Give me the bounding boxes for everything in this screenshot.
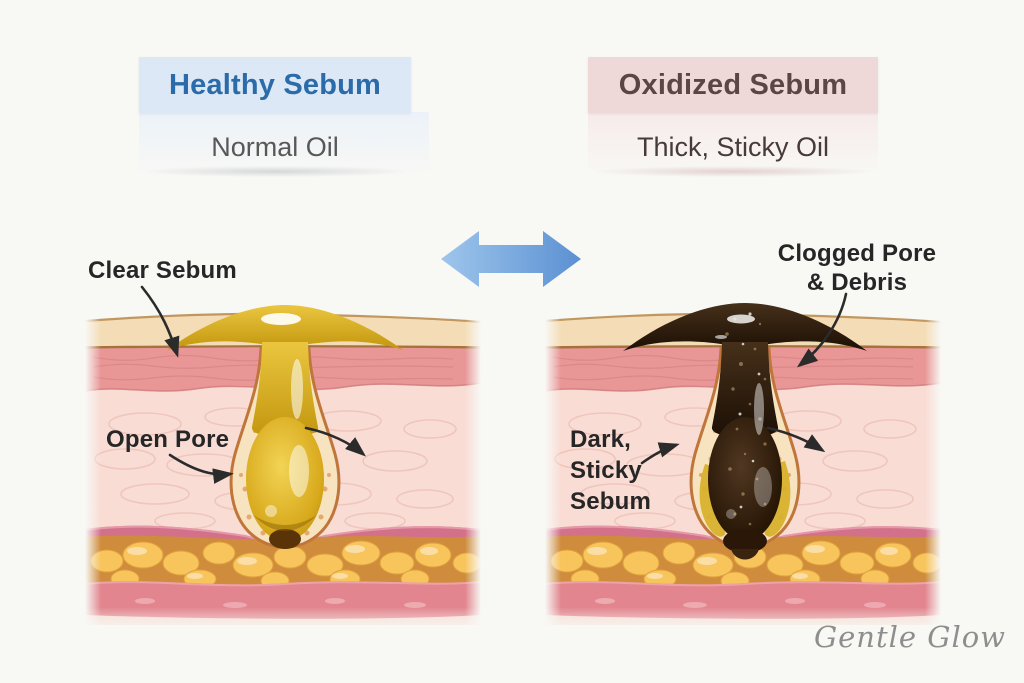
dark-sticky-sebum-label: Dark, Sticky Sebum: [570, 424, 651, 517]
oxidized-subtitle-shadow: [594, 166, 872, 177]
clogged-pore-label-line2: & Debris: [806, 269, 908, 296]
oxidized-header-wash: [588, 112, 878, 174]
oxidized-title: Oxidized Sebum: [618, 68, 848, 101]
oxidized-skin-illustration: [545, 289, 941, 634]
clogged-pore-label-line1: Clogged Pore: [777, 240, 937, 267]
dark-sticky-sebum-label-line2: Sticky: [570, 457, 642, 484]
healthy-skin-illustration: [85, 289, 481, 634]
open-pore-label: Open Pore: [106, 426, 230, 453]
clogged-pore-label: Clogged Pore & Debris: [775, 239, 939, 297]
dark-sticky-sebum-label-line1: Dark,: [570, 426, 632, 453]
oxidized-subtitle: Thick, Sticky Oil: [636, 131, 830, 162]
healthy-title: Healthy Sebum: [168, 68, 382, 101]
healthy-title-box: Healthy Sebum: [139, 57, 411, 113]
double-arrow-icon: [441, 231, 581, 287]
double-arrow-glyph: [441, 231, 581, 287]
clear-sebum-label: Clear Sebum: [88, 257, 237, 284]
dark-sticky-sebum-label-line3: Sebum: [570, 488, 652, 515]
oxidized-title-box: Oxidized Sebum: [588, 57, 878, 113]
healthy-subtitle: Normal Oil: [211, 131, 339, 162]
healthy-header-wash: [139, 112, 429, 174]
healthy-subtitle-shadow: [145, 166, 407, 177]
watermark-signature: Gentle Glow: [813, 620, 1007, 654]
